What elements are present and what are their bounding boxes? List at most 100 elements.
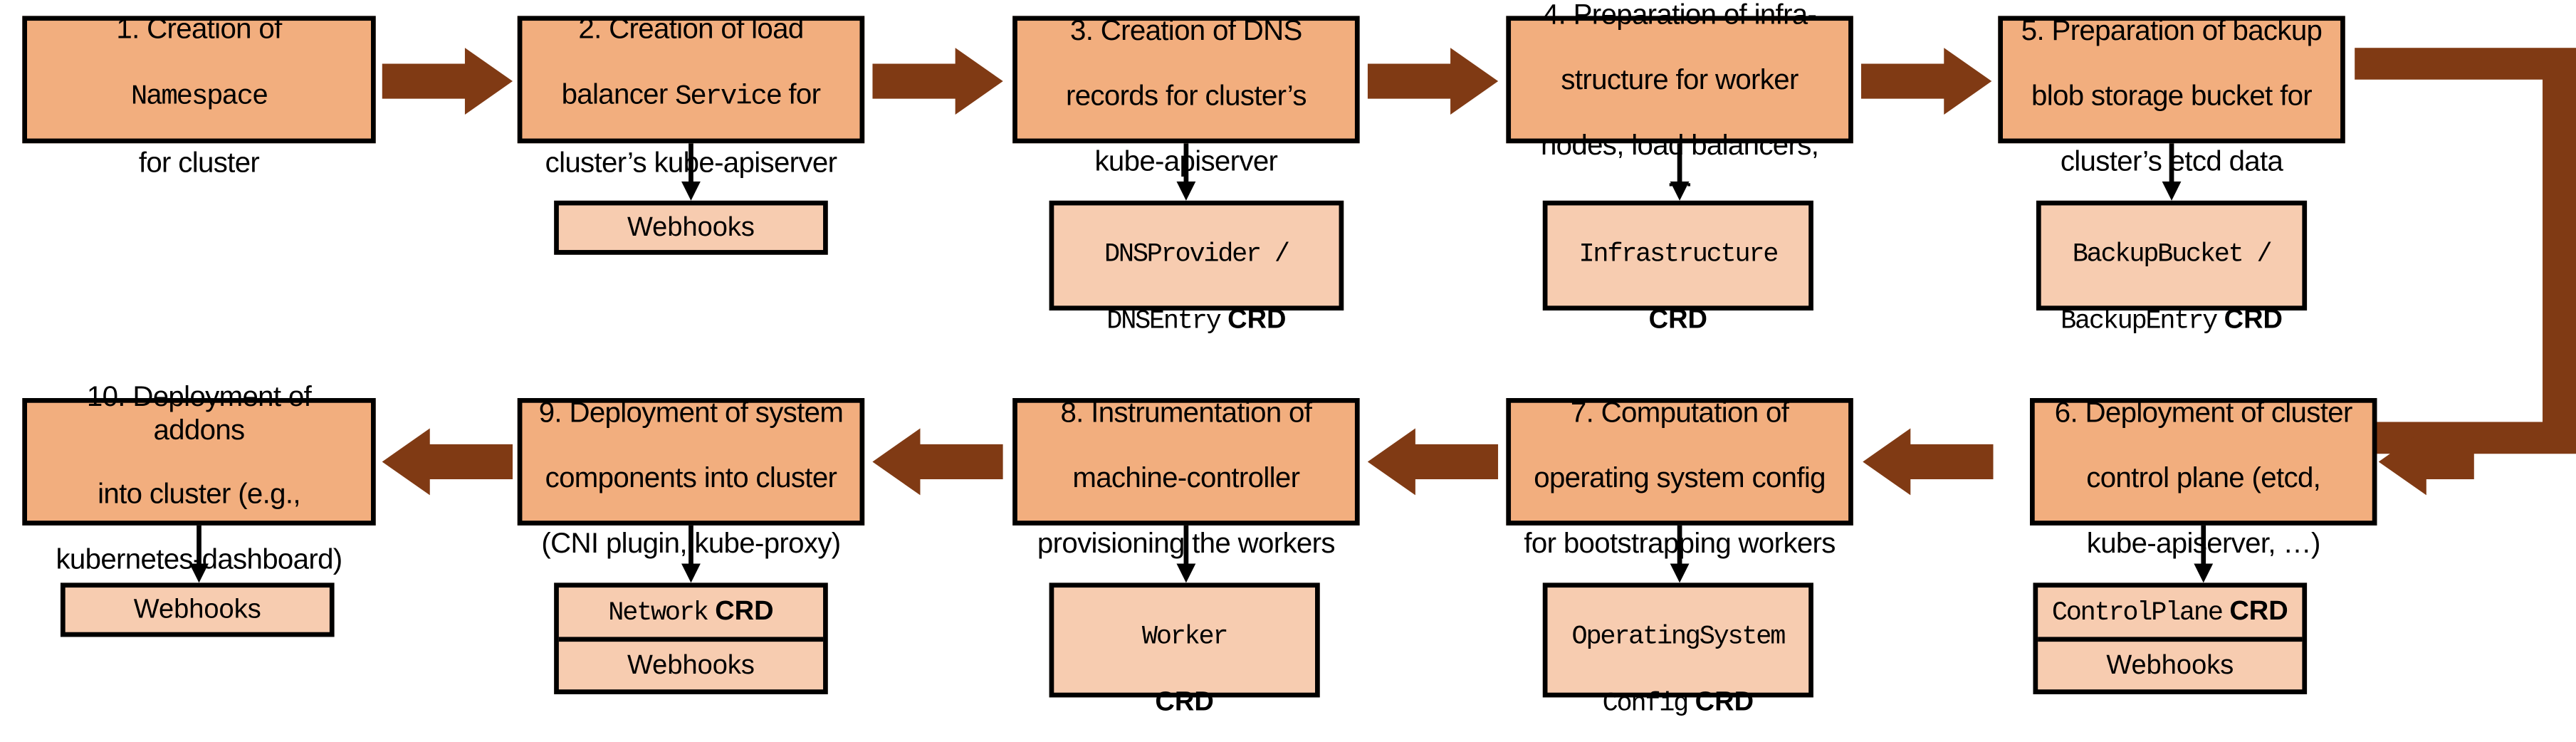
step-box-3[interactable]: 3. Creation of DNS records for cluster’s… (1012, 14, 1360, 176)
step-5-line-2: blob storage bucket for (2031, 79, 2313, 112)
sub-label-webhooks-9: Webhooks (627, 649, 755, 680)
step-9-line-3: (CNI plugin, kube-proxy) (541, 526, 841, 559)
osc-mono-line-1: OperatingSystem (1571, 621, 1786, 652)
connector-step-10-to-sub (183, 525, 215, 583)
step-3-line-1: 3. Creation of DNS (1070, 14, 1302, 47)
sub-label-dns-crd: DNSProvider / DNSEntry CRD (1104, 205, 1290, 336)
sub-box-step-9[interactable]: Network CRD Webhooks (554, 582, 828, 694)
step-box-7[interactable]: 7. Computation of operating system confi… (1506, 397, 1853, 558)
sub-cell-webhooks-6: Webhooks (2038, 641, 2302, 689)
step-4-line-1: 4. Preparation of infra- (1542, 0, 1817, 31)
flow-arrow-9-to-10 (382, 428, 513, 496)
backup-crd-label: CRD (2224, 303, 2283, 334)
backup-mono-line-1: BackupBucket / (2072, 239, 2273, 270)
connector-step-9-to-sub (675, 525, 707, 583)
step-9-line-1: 9. Deployment of system (538, 397, 844, 429)
sub-label-webhooks: Webhooks (627, 211, 755, 242)
sub-box-step-3[interactable]: DNSProvider / DNSEntry CRD (1049, 200, 1344, 335)
step-2-line-2-pre: balancer (561, 78, 676, 110)
network-crd-label: CRD (715, 595, 774, 626)
dns-mono-line-1: DNSProvider / (1104, 239, 1290, 270)
sub-cell-dns-crd: DNSProvider / DNSEntry CRD (1054, 205, 1339, 336)
flow-arrow-3-to-4 (1367, 48, 1499, 115)
sub-cell-backup-crd: BackupBucket / BackupEntry CRD (2041, 205, 2303, 336)
step-1-line-3: for cluster (138, 146, 260, 179)
sub-box-step-5[interactable]: BackupBucket / BackupEntry CRD (2036, 200, 2308, 335)
controlplane-mono: ControlPlane (2051, 597, 2224, 627)
worker-crd-label: CRD (1155, 685, 1214, 716)
step-box-10[interactable]: 10. Deployment of addons into cluster (e… (22, 381, 376, 575)
flow-arrow-2-to-3 (872, 48, 1003, 115)
step-7-line-2: operating system config (1534, 461, 1826, 494)
step-2-line-3: cluster’s kube-apiserver (545, 146, 837, 179)
flow-arrow-5-to-6-elbow (2353, 48, 2576, 509)
flow-arrow-6-to-7 (1863, 428, 1994, 496)
step-10-line-2: into cluster (e.g., (98, 478, 300, 510)
step-box-4[interactable]: 4. Preparation of infra- structure for w… (1506, 0, 1853, 192)
flow-arrow-7-to-8 (1367, 428, 1499, 496)
flow-arrow-1-to-2 (382, 48, 513, 115)
step-9-text: 9. Deployment of system components into … (539, 365, 844, 559)
step-box-6[interactable]: 6. Deployment of cluster control plane (… (2030, 397, 2377, 558)
step-1-mono: Namespace (130, 80, 268, 113)
connector-step-4-to-sub (1664, 143, 1696, 201)
sub-box-step-8[interactable]: Worker CRD (1049, 582, 1320, 716)
step-8-text: 8. Instrumentation of machine-controller… (1037, 365, 1336, 559)
step-10-line-1: 10. Deployment of addons (86, 380, 312, 446)
step-8-line-1: 8. Instrumentation of (1060, 397, 1312, 429)
sub-box-step-10[interactable]: Webhooks (60, 582, 335, 637)
sub-cell-worker-crd: Worker CRD (1054, 587, 1315, 718)
backup-mono-line-2: BackupEntry (2061, 305, 2218, 335)
step-7-text: 7. Computation of operating system confi… (1524, 365, 1836, 559)
step-2-text: 2. Creation of load balancer Service for… (545, 0, 837, 179)
step-2-line-1: 2. Creation of load (578, 13, 804, 45)
flow-arrow-into-step-6-head (2378, 428, 2474, 496)
step-8-line-2: machine-controller (1072, 461, 1300, 494)
sub-label-backup-crd: BackupBucket / BackupEntry CRD (2061, 205, 2283, 336)
sub-label-osc-crd: OperatingSystem Config CRD (1571, 587, 1786, 719)
step-2-mono: Service (675, 80, 782, 113)
sub-box-step-6[interactable]: ControlPlane CRD Webhooks (2033, 582, 2308, 694)
step-9-line-2: components into cluster (545, 461, 837, 494)
connector-step-7-to-sub (1664, 525, 1696, 583)
sub-box-step-2[interactable]: Webhooks (554, 200, 828, 255)
step-7-line-3: for bootstrapping workers (1524, 526, 1836, 559)
sub-label-webhooks-10: Webhooks (133, 593, 261, 625)
step-3-line-2: records for cluster’s (1065, 79, 1307, 112)
sub-cell-network-crd: Network CRD (558, 587, 824, 642)
sub-cell-webhooks: Webhooks (559, 205, 823, 250)
sub-cell-osc-crd: OperatingSystem Config CRD (1547, 587, 1808, 719)
flow-arrow-8-to-9 (872, 428, 1003, 496)
step-1-line-1: 1. Creation of (116, 13, 282, 45)
step-box-8[interactable]: 8. Instrumentation of machine-controller… (1012, 397, 1360, 558)
sub-label-webhooks-6: Webhooks (2106, 649, 2234, 680)
connector-step-8-to-sub (1171, 525, 1203, 583)
step-5-line-1: 5. Preparation of backup (2021, 14, 2323, 47)
sub-box-step-7[interactable]: OperatingSystem Config CRD (1542, 582, 1813, 718)
step-6-line-1: 6. Deployment of cluster (2054, 397, 2353, 429)
connector-step-5-to-sub (2156, 143, 2188, 201)
step-6-text: 6. Deployment of cluster control plane (… (2054, 365, 2353, 559)
controlplane-crd-label: CRD (2229, 595, 2288, 626)
infra-crd-label: CRD (1648, 303, 1708, 334)
sub-cell-infrastructure-crd: Infrastructure CRD (1547, 205, 1808, 335)
infra-mono-line-1: Infrastructure (1578, 239, 1779, 270)
step-4-line-2: structure for worker (1561, 63, 1799, 95)
connector-step-3-to-sub (1171, 143, 1203, 201)
step-box-9[interactable]: 9. Deployment of system components into … (517, 397, 865, 558)
step-1-text: 1. Creation of Namespace for cluster (116, 0, 282, 179)
step-box-1[interactable]: 1. Creation of Namespace for cluster (22, 13, 376, 178)
step-5-line-3: cluster’s etcd data (2060, 144, 2283, 177)
step-box-2[interactable]: 2. Creation of load balancer Service for… (517, 13, 865, 178)
sub-box-step-4[interactable]: Infrastructure CRD (1542, 200, 1813, 334)
connector-step-6-to-sub (2187, 525, 2219, 583)
step-box-5[interactable]: 5. Preparation of backup blob storage bu… (1998, 14, 2345, 176)
sub-label-worker-crd: Worker CRD (1142, 587, 1229, 718)
sub-label-controlplane-crd: ControlPlane CRD (2052, 595, 2288, 629)
step-8-line-3: provisioning the workers (1037, 526, 1336, 559)
dns-mono-line-2: DNSEntry (1106, 305, 1221, 335)
dns-crd-label: CRD (1227, 303, 1287, 334)
step-6-line-2: control plane (etcd, (2086, 461, 2321, 494)
sub-cell-webhooks-9: Webhooks (559, 641, 823, 689)
